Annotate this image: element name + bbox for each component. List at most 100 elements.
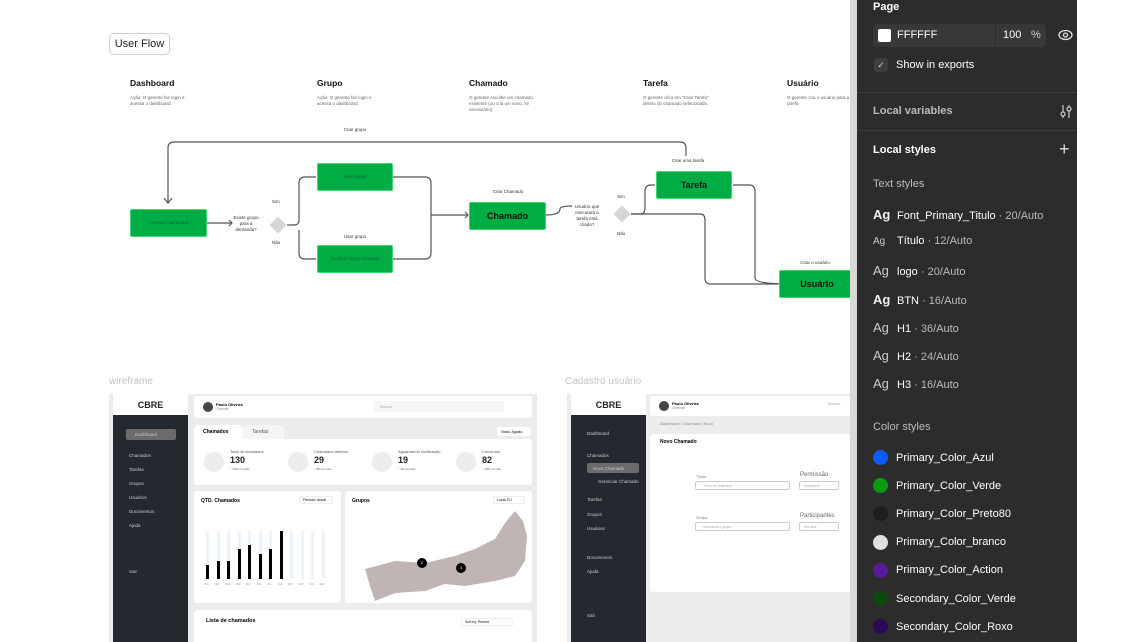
style-name: Font_Primary_Titulo <box>897 210 996 222</box>
nav-item[interactable]: Grupos <box>587 512 602 517</box>
style-meta: · 36/Auto <box>911 322 959 335</box>
color-style-item[interactable]: Secondary_Color_Roxo <box>873 619 1013 635</box>
nav-item[interactable]: Dashboard <box>135 432 158 437</box>
nav-item[interactable]: Usuários <box>129 495 147 500</box>
nav-item[interactable]: Chamados <box>587 453 609 458</box>
search-input[interactable]: Buscar <box>374 401 504 412</box>
flow-node-dashboard[interactable]: Acessar Dashboard <box>130 209 207 237</box>
stat-icon <box>204 452 224 472</box>
nav-subitem[interactable]: Novo Chamado <box>593 466 625 471</box>
color-swatch[interactable] <box>878 29 891 42</box>
nav-subitem[interactable]: Gerenciar Chamado <box>598 479 639 484</box>
hex-value[interactable]: FFFFFF <box>897 29 938 41</box>
add-style-icon[interactable]: + <box>1059 139 1070 159</box>
nav-item[interactable]: Usuários <box>587 526 605 531</box>
nav-item[interactable]: Tarefas <box>129 467 144 472</box>
flow-node-usuario[interactable]: Usuário <box>779 270 851 298</box>
color-swatch-icon <box>873 534 888 550</box>
list-sort[interactable]: Sort by: Recent <box>461 618 513 626</box>
bar[interactable] <box>269 549 272 579</box>
nav-item[interactable]: Documentos <box>587 555 613 560</box>
color-style-item[interactable]: Primary_Color_Action <box>873 562 1003 578</box>
show-exports-label: Show in exports <box>896 59 975 71</box>
month-label: DEZ <box>319 583 325 586</box>
nav-item[interactable]: Tarefas <box>587 497 602 502</box>
style-meta: · 12/Auto <box>924 235 973 248</box>
list-title: Lista de chamados <box>206 618 256 624</box>
map-marker[interactable]: 3 <box>456 563 466 573</box>
bar[interactable] <box>279 531 283 579</box>
flow-node-chamado[interactable]: Chamado <box>469 202 546 230</box>
month-label: SET <box>288 583 293 586</box>
bar[interactable] <box>237 549 241 579</box>
period-select[interactable]: Visão: Agosto <box>497 427 531 436</box>
sidebar: Dashboard Chamados Novo Chamado Gerencia… <box>571 415 646 642</box>
participantes-select[interactable]: Escolha <box>799 522 839 531</box>
local-variables-label[interactable]: Local variables <box>873 105 953 117</box>
map-marker[interactable]: 2 <box>417 558 427 568</box>
color-style-item[interactable]: Primary_Color_Preto80 <box>873 506 1011 522</box>
nav-item[interactable]: Dashboard <box>587 431 610 436</box>
bar-track <box>227 531 230 579</box>
grupo-select[interactable]: Selecione o grupo <box>695 522 790 531</box>
stat-icon <box>372 452 392 472</box>
permissao-select[interactable]: Selecione <box>799 481 839 490</box>
edge-label: Usar grupo <box>343 234 367 239</box>
color-style-item[interactable]: Primary_Color_branco <box>873 534 1006 550</box>
tab-tarefas[interactable]: Tarefas <box>242 425 284 439</box>
avatar <box>203 402 213 412</box>
logout-item[interactable]: Sair <box>129 569 138 574</box>
bar[interactable] <box>216 560 220 579</box>
divider <box>995 24 996 47</box>
color-style-item[interactable]: Secondary_Color_Verde <box>873 591 1016 606</box>
nav-item[interactable]: Chamados <box>129 453 151 458</box>
text-style-preview: Ag <box>873 348 889 363</box>
page-color-field[interactable]: FFFFFF 100 % <box>873 24 1046 47</box>
chart-filter[interactable]: Período: Anual <box>299 496 333 504</box>
stat-value: 130 <box>230 455 246 465</box>
eye-icon[interactable] <box>1058 29 1073 41</box>
nav-item[interactable]: Grupos <box>129 481 144 486</box>
panel-border <box>850 0 857 642</box>
frame-label[interactable]: wireframe <box>109 376 153 387</box>
nav-item[interactable]: Documentos <box>129 509 155 514</box>
rj-map <box>365 511 527 601</box>
bar-chart: JAN FEV MAR ABR MAI JUN JUL AGO SET OUT … <box>204 531 336 591</box>
wireframe-frame[interactable]: CBRE Dashboard Chamados Tarefas Grupos U… <box>109 394 537 642</box>
decision-question: Existe grupo para a demanda? <box>233 215 259 232</box>
cadastro-frame[interactable]: CBRE Dashboard Chamados Novo Chamado Ger… <box>567 394 851 642</box>
field-label: Participantes <box>800 513 835 519</box>
search-input[interactable]: Buscar <box>828 401 841 406</box>
nav-item[interactable]: Ajuda <box>129 523 141 528</box>
bar[interactable] <box>227 560 230 579</box>
nav-item[interactable]: Ajuda <box>587 569 599 574</box>
user-flow-label[interactable]: User Flow <box>109 33 170 55</box>
bar[interactable] <box>258 553 262 579</box>
design-canvas[interactable]: User Flow Dashboard Ação: O gerente faz … <box>0 0 851 642</box>
color-style-item[interactable]: Primary_Color_Verde <box>873 478 1001 494</box>
frame-label[interactable]: Cadastro usuário <box>565 376 642 387</box>
nav-active-bg <box>126 429 176 440</box>
titulo-input[interactable]: Título do chamado <box>695 481 790 490</box>
stat-label: Chamados abertos <box>314 449 348 454</box>
flow-node-tarefa[interactable]: Tarefa <box>656 171 732 199</box>
bar-track <box>300 531 304 579</box>
map-filter[interactable]: Local: RJ <box>493 496 525 504</box>
bar[interactable] <box>248 545 251 579</box>
tab-chamados[interactable]: Chamados <box>194 425 242 439</box>
logout-item[interactable]: Sair <box>587 613 596 618</box>
color-style-item[interactable]: Primary_Color_Azul <box>873 450 994 465</box>
flow-node-escolher-grupo[interactable]: Escolher grupo existente <box>317 245 393 273</box>
flow-node-novo-grupo[interactable]: Novo grupo <box>317 163 393 191</box>
variables-settings-icon[interactable] <box>1059 104 1073 119</box>
bar[interactable] <box>206 564 209 579</box>
show-exports-checkbox[interactable]: ✓ <box>874 58 888 72</box>
opacity-value[interactable]: 100 <box>1003 29 1022 41</box>
